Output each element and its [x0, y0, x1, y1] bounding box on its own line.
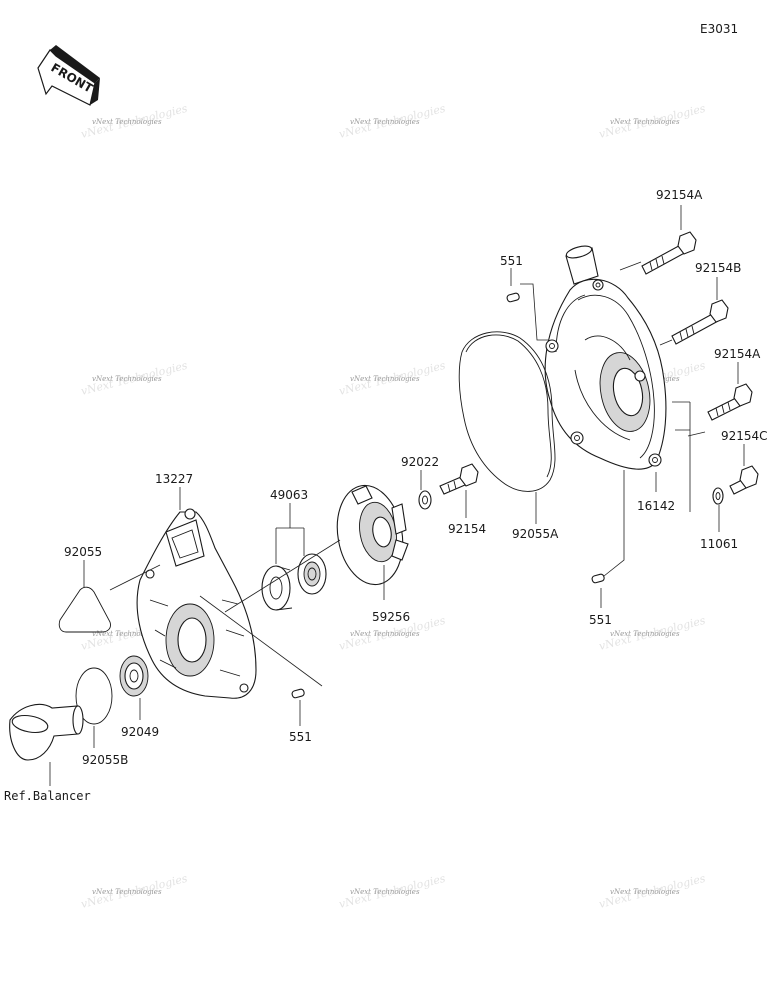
- dowel-pin-551-bottom: [291, 688, 305, 699]
- gasket-92055A: [458, 331, 556, 492]
- label-551-right: 551: [589, 613, 612, 627]
- label-49063: 49063: [270, 488, 308, 502]
- watermark: vNext Technologies: [610, 630, 680, 638]
- watermark: vNext Technologies: [610, 118, 680, 126]
- bolt-92154C: [729, 465, 759, 495]
- watermark: vNext Technologies: [92, 888, 162, 896]
- label-92022: 92022: [401, 455, 439, 469]
- cover-13227: [136, 508, 257, 699]
- label-92055: 92055: [64, 545, 102, 559]
- bolt-92154A-top: [641, 231, 697, 275]
- impeller-59256: [336, 484, 409, 586]
- part-labels: 92154A 551 92154B 92154A 92154C 92022 13…: [4, 188, 768, 803]
- dowel-pin-551-right: [591, 573, 605, 584]
- label-551-bottom: 551: [289, 730, 312, 744]
- label-11061: 11061: [700, 537, 738, 551]
- oil-seal-92049: [119, 655, 149, 697]
- label-92055A: 92055A: [512, 527, 559, 541]
- label-ref-balancer: Ref.Balancer: [4, 789, 91, 803]
- label-92154: 92154: [448, 522, 486, 536]
- watermark: vNext Technologies: [350, 118, 420, 126]
- label-92055B: 92055B: [82, 753, 128, 767]
- water-pump-cover: [544, 245, 667, 470]
- watermark: vNext Technologies: [350, 630, 420, 638]
- bolt-92154B: [671, 299, 729, 345]
- label-13227: 13227: [155, 472, 193, 486]
- label-551-top: 551: [500, 254, 523, 268]
- leader-lines: [49, 205, 745, 786]
- watermark: vNext Technologies: [350, 888, 420, 896]
- o-ring-92055B: [75, 667, 113, 725]
- washer-11061: [712, 487, 724, 505]
- gasket-92055: [58, 586, 111, 633]
- front-arrow-icon: FRONT: [37, 45, 100, 106]
- label-92154C: 92154C: [721, 429, 768, 443]
- label-92049: 92049: [121, 725, 159, 739]
- bolt-92154: [439, 463, 479, 495]
- watermark: vNext Technologies: [92, 630, 162, 638]
- seal-49063: [261, 553, 327, 611]
- watermark: vNext Technologies: [92, 375, 162, 383]
- washer-92022: [418, 490, 432, 510]
- bolt-92154A-mid: [707, 383, 753, 421]
- label-16142: 16142: [637, 499, 675, 513]
- balancer-shaft: [9, 703, 84, 761]
- dowel-pin-551-top: [506, 292, 520, 303]
- diagram-code: E3031: [700, 22, 738, 36]
- label-59256: 59256: [372, 610, 410, 624]
- watermark: vNext Technologies: [92, 118, 162, 126]
- label-92154A-mid: 92154A: [714, 347, 761, 361]
- label-92154B: 92154B: [695, 261, 741, 275]
- label-92154A-top: 92154A: [656, 188, 703, 202]
- watermark: vNext Technologies: [610, 888, 680, 896]
- watermark: vNext Technologies: [350, 375, 420, 383]
